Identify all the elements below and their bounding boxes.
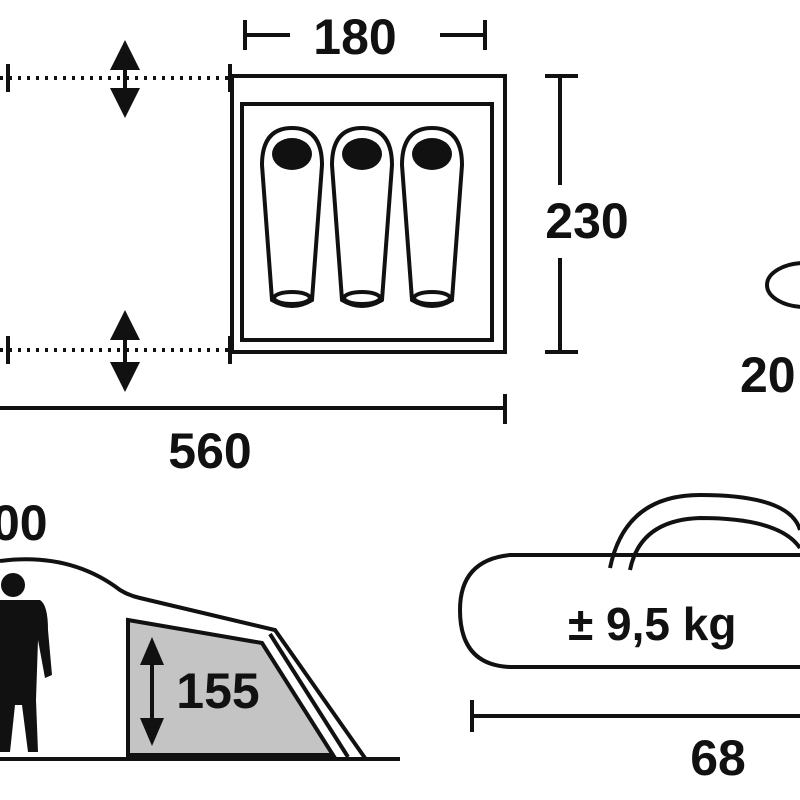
tent-outer-outline [230,74,507,354]
width-dimension: 180 [243,9,487,65]
inner-height-label: 155 [176,663,259,719]
floor-plan: 180 230 560 20 [0,9,800,479]
depth-label: 230 [545,193,628,249]
double-arrow-icon [110,310,140,392]
partial-shape [765,261,800,309]
double-arrow-icon [110,40,140,118]
sleeping-bags [259,125,465,308]
weight-label: ± 9,5 kg [568,598,736,650]
sleeping-bag-icon [259,125,325,308]
pack-length-label: 68 [690,730,746,786]
person-silhouette-icon [0,573,52,752]
total-length-label: 560 [168,423,251,479]
double-arrow-icon [140,637,164,746]
length-dimension: 560 [0,394,507,479]
bag-handle [608,492,800,569]
side-view: 00 155 [0,495,400,761]
depth-dimension: 230 [545,74,629,354]
pack-bag: ± 9,5 kg 68 [457,492,800,786]
bag-body [457,553,800,669]
sleeping-bag-icon [399,125,465,308]
inner-tent-outline [240,102,494,342]
inner-tent-profile [126,617,337,757]
inner-width-label: 180 [313,9,396,65]
partial-label: 20 [740,347,796,403]
sleeping-bag-icon [329,125,395,308]
height-label: 00 [0,495,48,551]
